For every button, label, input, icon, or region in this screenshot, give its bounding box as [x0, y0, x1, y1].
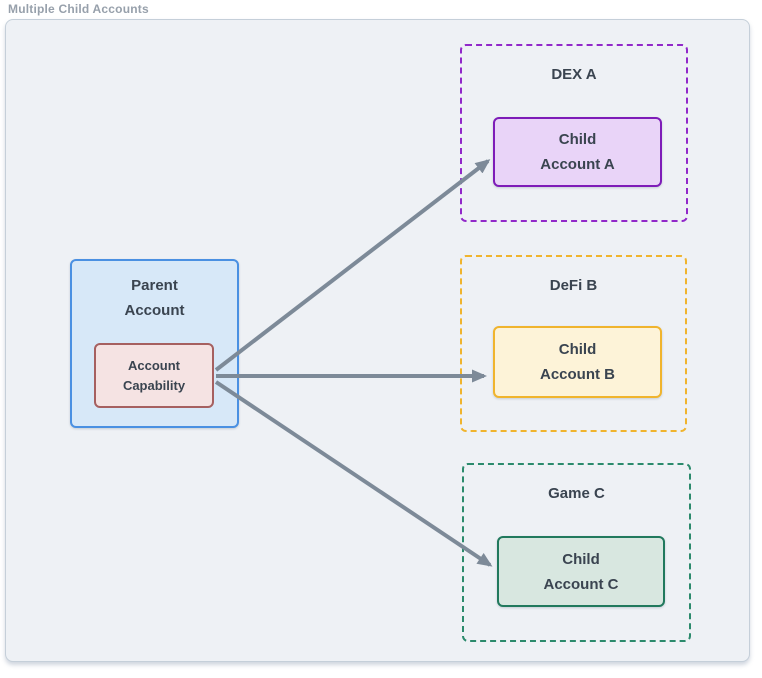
parent-account-label: Parent Account: [72, 261, 237, 323]
arrow-capability-to-child-a: [214, 159, 491, 372]
child-account-c-label-line1: Child: [562, 550, 600, 568]
child-account-a-node: Child Account A: [493, 117, 662, 187]
child-account-a-label-line1: Child: [558, 131, 597, 148]
child-account-a-label-line2: Account A: [540, 156, 615, 173]
child-account-b-label-line1: Child: [558, 341, 597, 358]
diagram-title: Multiple Child Accounts: [8, 2, 149, 16]
child-account-c-node: Child Account C: [497, 536, 665, 607]
account-capability-label: Account Capability: [96, 356, 212, 396]
child-account-b-label: Child Account B: [495, 337, 660, 387]
group-dex-a-label: DEX A: [551, 66, 597, 83]
account-capability-label-line2: Capability: [122, 377, 186, 393]
child-account-c-label-line2: Account C: [543, 575, 619, 593]
parent-account-label-line2: Account: [124, 302, 185, 319]
account-capability-label-line1: Account: [128, 357, 180, 373]
group-defi-b: DeFi B Child Account B: [460, 255, 687, 432]
child-account-b-label-line2: Account B: [540, 366, 615, 383]
parent-account-label-line1: Parent: [131, 277, 178, 294]
group-game-c-label: Game C: [548, 485, 605, 502]
diagram-canvas: Parent Account Account Capability DEX A …: [5, 19, 750, 662]
child-account-c-label: Child Account C: [499, 547, 663, 597]
child-account-b-node: Child Account B: [493, 326, 662, 398]
group-game-c: Game C Child Account C: [462, 463, 691, 642]
account-capability-node: Account Capability: [94, 343, 214, 408]
group-dex-a: DEX A Child Account A: [460, 44, 688, 222]
parent-account-node: Parent Account Account Capability: [70, 259, 239, 428]
group-defi-b-label: DeFi B: [549, 277, 598, 294]
arrow-capability-to-child-c: [214, 380, 493, 567]
child-account-a-label: Child Account A: [495, 127, 660, 177]
